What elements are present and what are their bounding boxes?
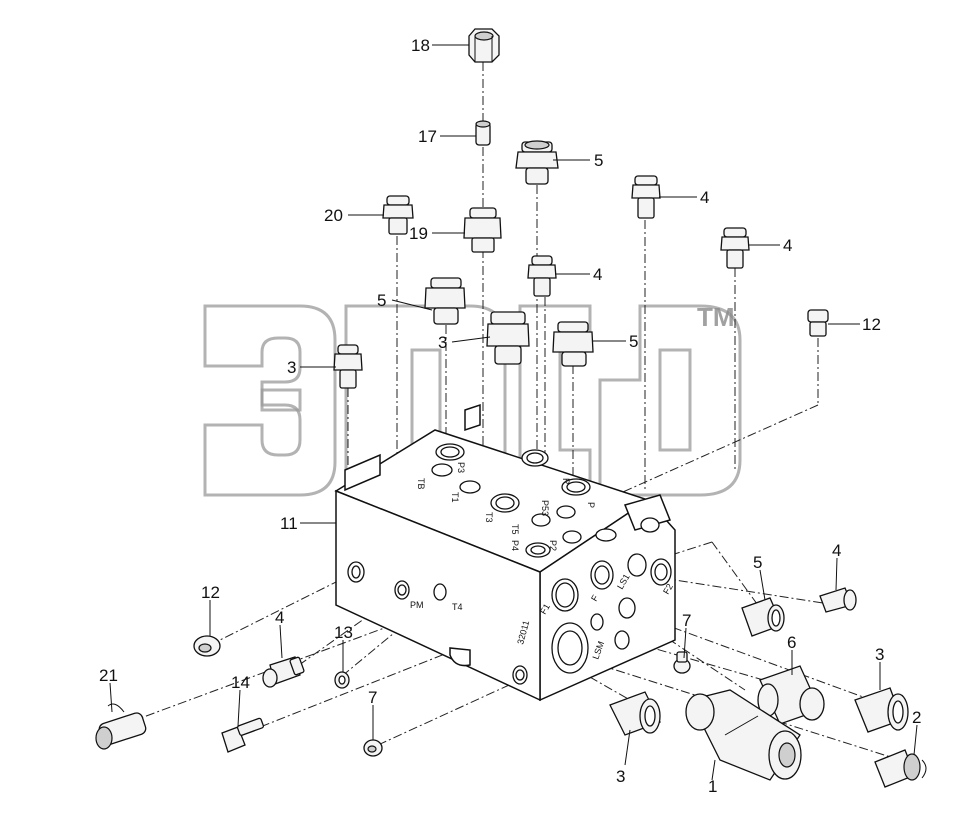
- part-3-fitting-right: [854, 687, 909, 733]
- port-label-r: R: [561, 478, 571, 485]
- port-label-p: P: [586, 502, 596, 508]
- part-5-fitting-top: [515, 140, 559, 185]
- part-13-washer: [334, 671, 350, 689]
- port-label-t5: T5: [510, 524, 520, 535]
- part-7-plug-right: [673, 651, 691, 674]
- part-20-fitting: [382, 195, 414, 235]
- part-3-fitting-mid: [486, 311, 530, 365]
- callout-numbers: 18 17 5 4 20 19 4 4 5 12 3 3 5 11 12 4 1…: [99, 36, 921, 796]
- port-labels: P3 R TB T1 T3 P53 P T5 P2 P4 PM T4 F1 F …: [410, 462, 675, 661]
- callout-12-left: 12: [201, 583, 220, 602]
- callout-2: 2: [912, 708, 921, 727]
- callout-4-mid: 4: [593, 265, 602, 284]
- part-3-fitting-bottom: [609, 691, 661, 736]
- part-4-fitting-lower-right: [819, 587, 857, 613]
- callout-7-left: 7: [368, 688, 377, 707]
- callout-5-mid: 5: [629, 332, 638, 351]
- callout-20: 20: [324, 206, 343, 225]
- port-label-f: F: [589, 593, 601, 603]
- part-4-fitting-mid: [527, 255, 557, 297]
- callout-7-right: 7: [682, 611, 691, 630]
- port-label-f2: F2: [661, 582, 675, 596]
- callout-5-lower-right: 5: [753, 553, 762, 572]
- callout-4-lower-right: 4: [832, 541, 841, 560]
- callout-6: 6: [787, 633, 796, 652]
- top-face-ports: [431, 443, 660, 558]
- part-12-plug-right: [807, 309, 829, 337]
- callout-12-right: 12: [862, 315, 881, 334]
- callout-leader-lines: [109, 44, 918, 781]
- callout-1: 1: [708, 777, 717, 796]
- callout-4-lower: 4: [275, 608, 284, 627]
- right-face-ports: [551, 553, 672, 674]
- part-5-fitting-left: [424, 277, 466, 325]
- part-4-fitting-top: [631, 175, 661, 219]
- callout-3-mid: 3: [438, 333, 447, 352]
- callout-5-left: 5: [377, 291, 386, 310]
- callout-4-right: 4: [783, 236, 792, 255]
- callout-3-bottom: 3: [616, 767, 625, 786]
- port-label-pm: PM: [410, 600, 424, 610]
- callout-14: 14: [231, 673, 250, 692]
- part-12-plug-left: [193, 635, 221, 657]
- part-4-fitting-right: [720, 227, 750, 269]
- part-14-bolt: [221, 717, 265, 753]
- callout-11: 11: [280, 514, 298, 533]
- port-label-t3: T3: [484, 512, 494, 523]
- part-17-sleeve: [475, 120, 491, 146]
- part-19-fitting: [463, 207, 502, 253]
- part-7-plug-left: [363, 739, 383, 757]
- callout-19: 19: [409, 224, 428, 243]
- port-label-f1: F1: [538, 602, 552, 616]
- part-4-fitting-lower: [262, 656, 305, 688]
- port-label-tb: TB: [416, 478, 426, 490]
- callout-17: 17: [418, 127, 437, 146]
- port-label-t1: T1: [450, 492, 460, 503]
- callout-13: 13: [334, 623, 353, 642]
- callout-4-top: 4: [700, 188, 709, 207]
- port-label-p4: P4: [510, 540, 520, 551]
- part-5-fitting-lower-right: [741, 597, 785, 637]
- callout-21: 21: [99, 666, 118, 685]
- part-5-fitting-mid: [552, 321, 594, 367]
- port-label-p3: P3: [456, 462, 466, 473]
- callout-3-right: 3: [875, 645, 884, 664]
- part-1-solenoid-valve: [685, 689, 802, 781]
- part-18-hex-nut: [468, 28, 500, 63]
- part-2-sensor: [874, 749, 927, 788]
- part-6-cartridge: [757, 665, 825, 725]
- port-label-p53: P53: [540, 500, 550, 516]
- part-21-sensor: [95, 703, 147, 750]
- callout-5-top: 5: [594, 151, 603, 170]
- callout-3-left: 3: [287, 358, 296, 377]
- callout-18: 18: [411, 36, 430, 55]
- trademark-mark: TM: [697, 302, 735, 332]
- front-face-ports: [347, 561, 528, 685]
- port-label-p2: P2: [548, 540, 558, 551]
- port-label-t4: T4: [452, 602, 463, 612]
- part-3-fitting-left: [333, 344, 363, 389]
